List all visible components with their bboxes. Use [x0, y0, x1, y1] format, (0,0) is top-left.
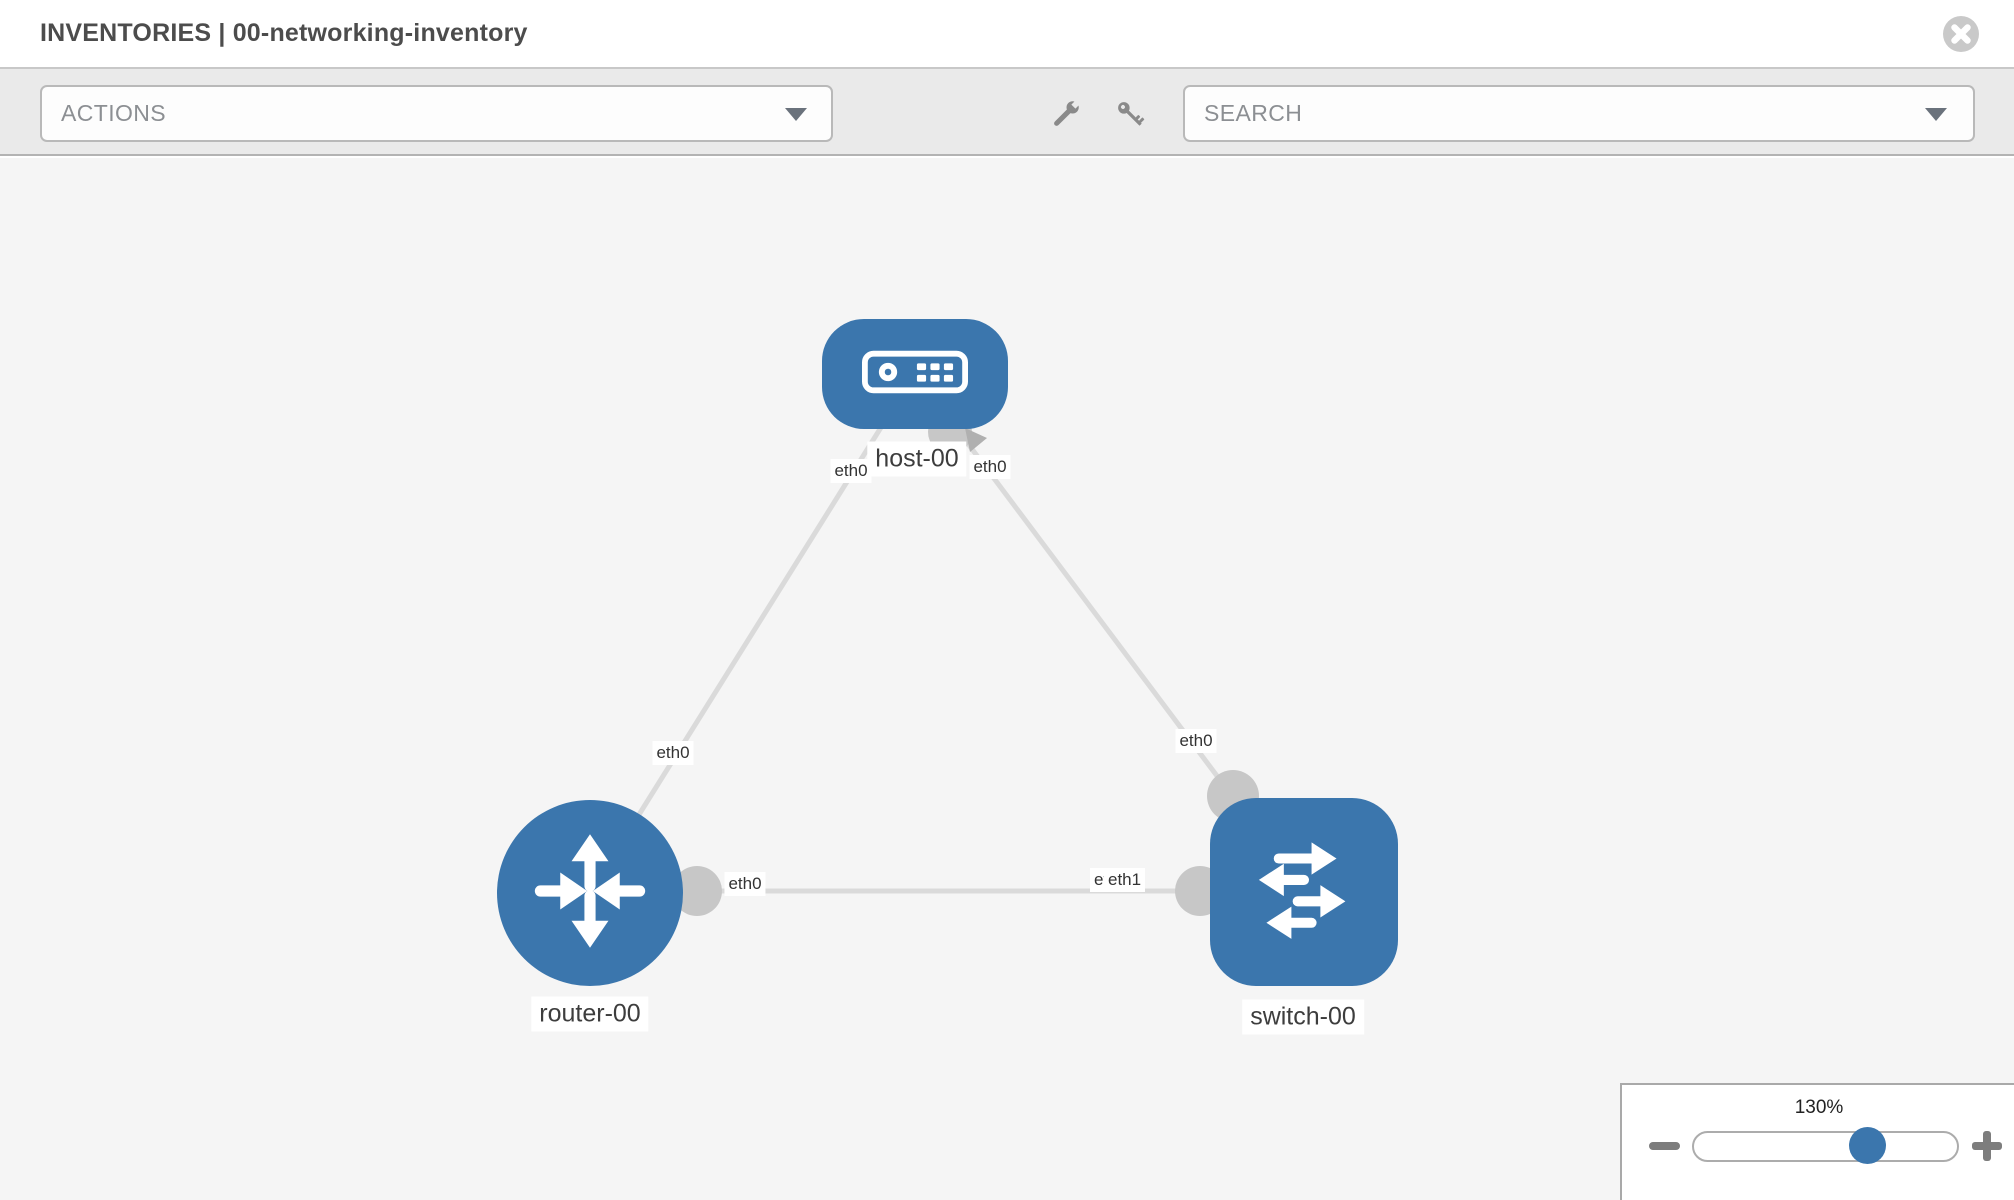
node-label-switch: switch-00	[1242, 999, 1364, 1035]
eth-label-router-switch-target-group: eth0 eth1	[1090, 868, 1170, 894]
zoom-level: 130%	[1794, 1097, 1844, 1118]
topology-links-svg	[587, 371, 1307, 916]
zoom-slider-thumb[interactable]	[1849, 1127, 1886, 1164]
actions-select[interactable]: ACTIONS	[40, 85, 833, 142]
credentials-button[interactable]	[1113, 97, 1149, 133]
topology-canvas[interactable]: eth0 eth0 eth0 eth0 eth0 eth0 eth1 host-…	[0, 158, 2014, 1200]
node-switch[interactable]	[1210, 798, 1398, 986]
close-button[interactable]	[1943, 16, 1979, 52]
zoom-slider-track[interactable]	[1692, 1127, 1959, 1164]
eth-label-host-router-target: eth0	[652, 741, 694, 765]
chevron-down-icon	[785, 108, 807, 121]
zoom-in-button[interactable]	[1970, 1129, 2004, 1163]
close-icon	[1943, 16, 1979, 52]
node-label-router: router-00	[531, 996, 649, 1032]
toolbar: ACTIONS SEARCH	[0, 69, 2014, 156]
switch-icon	[1241, 827, 1367, 958]
host-icon	[862, 350, 968, 399]
chevron-down-icon	[1925, 108, 1947, 121]
port-circle-router-eth0	[672, 866, 722, 916]
zoom-out-button[interactable]	[1649, 1142, 1680, 1150]
header: INVENTORIES | 00-networking-inventory	[0, 0, 2014, 69]
node-host[interactable]	[822, 319, 1008, 429]
eth-label-router-switch-source: eth0	[724, 872, 766, 896]
eth-label-host-router-source: eth0	[830, 459, 872, 483]
tools-button[interactable]	[1047, 97, 1083, 133]
search-select[interactable]: SEARCH	[1183, 85, 1975, 142]
eth-label-host-switch-target: eth0	[1175, 729, 1217, 753]
zoom-panel: 130%	[1620, 1083, 2014, 1200]
router-icon	[528, 829, 652, 958]
page-title: INVENTORIES | 00-networking-inventory	[40, 19, 528, 47]
eth-label-host-switch-source: eth0	[969, 455, 1011, 479]
eth-label-router-switch-target: eth1	[1104, 868, 1146, 892]
node-router[interactable]	[497, 800, 683, 986]
link-arrowhead	[965, 428, 987, 452]
search-select-label: SEARCH	[1204, 100, 1303, 126]
node-label-host: host-00	[867, 441, 967, 477]
actions-select-label: ACTIONS	[61, 100, 167, 126]
key-icon	[1113, 102, 1149, 137]
wrench-icon	[1047, 99, 1083, 137]
